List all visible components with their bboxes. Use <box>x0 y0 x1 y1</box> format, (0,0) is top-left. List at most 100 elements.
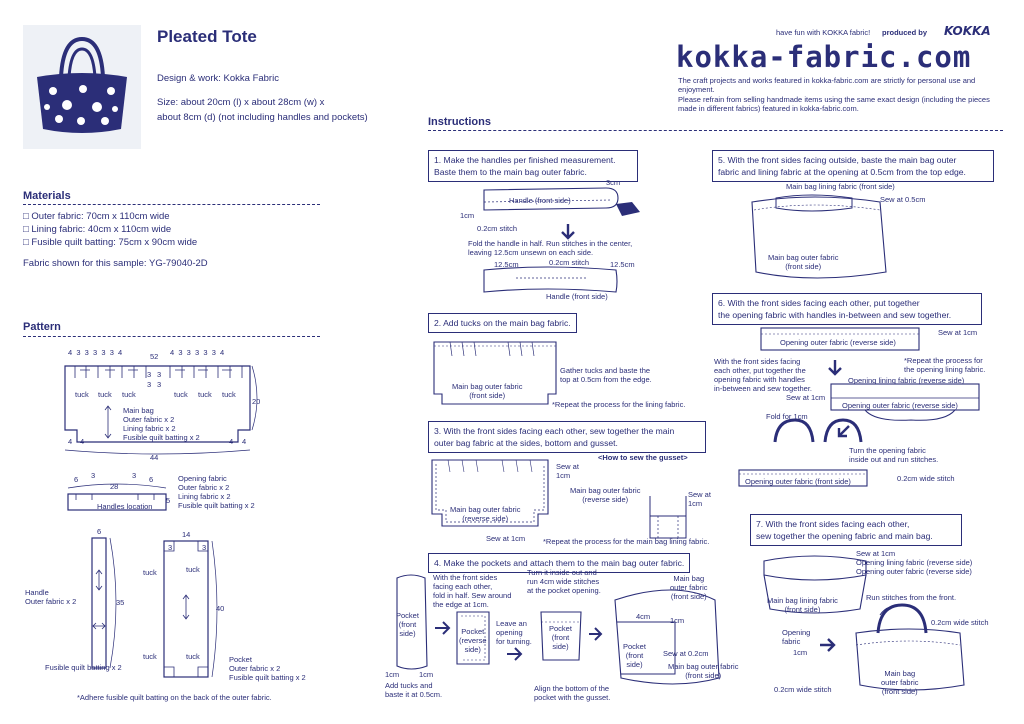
s4-sew02: Sew at 0.2cm <box>663 649 709 658</box>
s7-run: Run stitches from the front. <box>866 593 957 602</box>
material-item: □ Fusible quilt batting: 75cm x 90cm wid… <box>23 237 198 248</box>
handle-fusible: Fusible quilt batting x 2 <box>45 663 122 672</box>
dim-20: 20 <box>252 397 261 406</box>
s6-fold: Fold for 1cm <box>766 412 808 421</box>
step-1-handle-diagram <box>483 187 640 293</box>
three-c: 3 <box>147 380 152 389</box>
s1-stitch: 0.2cm stitch <box>477 224 518 233</box>
s3-outer-rev: Main bag outer fabric(reverse side) <box>450 505 521 523</box>
step-7-box: 7. With the front sides facing each othe… <box>750 514 962 546</box>
three-a: 3 <box>147 370 152 379</box>
pocket-dim-14: 14 <box>182 530 191 539</box>
s7-mblf: Main bag lining fabric(front side) <box>767 596 838 614</box>
handle-dim-6: 6 <box>97 527 102 536</box>
step-4-box: 4. Make the pockets and attach them to t… <box>428 553 691 573</box>
s1-fold1: Fold the handle in half. Run stitches in… <box>468 239 633 248</box>
material-item: □ Outer fabric: 70cm x 110cm wide <box>23 211 170 222</box>
handle-pattern <box>91 537 117 669</box>
dim-6b: 6 <box>149 475 154 484</box>
dim-5: 5 <box>166 496 171 505</box>
s1-handle-front: Handle (front side) <box>509 196 571 205</box>
notice-3: Please refrain from selling handmade ite… <box>678 95 990 104</box>
s7-ws02: 0.2cm wide stitch <box>931 618 989 627</box>
step-2-tucks-diagram <box>433 341 557 405</box>
dims-left: 4 3 3 3 3 3 4 <box>68 348 123 357</box>
materials-list: □ Outer fabric: 70cm x 110cm wide □ Lini… <box>23 210 197 250</box>
three-b: 3 <box>157 370 162 379</box>
materials-divider <box>23 204 320 205</box>
tuck-label: tuck <box>98 390 112 399</box>
s6-opening-front: Opening outer fabric (front side) <box>745 477 851 486</box>
step-3-sew-diagram <box>431 459 687 539</box>
opening-fabric-pattern <box>67 483 167 511</box>
step-7-bag-diagram <box>763 555 965 691</box>
step-6-opening-diagram <box>738 327 980 487</box>
s3-gusset: <How to sew the gusset> <box>598 453 688 462</box>
s3-sew-1cm: Sew at 1cm <box>486 534 526 543</box>
page-title: Pleated Tote <box>157 27 257 46</box>
notice-4: made in different fabrics) featured in k… <box>678 104 859 113</box>
sample-fabric: Fabric shown for this sample: YG-79040-2… <box>23 258 208 269</box>
s7-olr: Opening lining fabric (reverse side) <box>856 558 973 567</box>
size-line-1: Size: about 20cm (l) x about 28cm (w) x <box>157 97 325 108</box>
step-3-box: 3. With the front sides facing each othe… <box>428 421 706 453</box>
tuck-label: tuck <box>143 652 157 661</box>
s1-125-left: 12.5cm <box>494 260 519 269</box>
dim-44: 44 <box>150 453 159 462</box>
step-4-pocket-diagram <box>396 574 720 685</box>
dim-28: 28 <box>110 482 119 491</box>
s6-opening-outer: Opening outer fabric (reverse side) <box>780 338 896 347</box>
s5-lining: Main bag lining fabric (front side) <box>786 182 895 191</box>
dims-right: 4 3 3 3 3 3 4 <box>170 348 225 357</box>
s4-4cm: 4cm <box>636 612 651 621</box>
kokka-brand-logo: KOKKA <box>944 24 991 38</box>
s6-opening-lining: Opening lining fabric (reverse side) <box>848 376 965 385</box>
s4-1cm: 1cm <box>670 616 685 625</box>
dim-4-right-b: 4 <box>242 437 247 446</box>
s2-repeat: *Repeat the process for the lining fabri… <box>552 400 686 409</box>
tuck-label: tuck <box>143 568 157 577</box>
notice-2: enjoyment. <box>678 85 715 94</box>
dim-6: 6 <box>74 475 79 484</box>
tuck-label: tuck <box>186 652 200 661</box>
site-logo: kokka-fabric.com <box>676 40 972 74</box>
dim-4-left-b: 4 <box>80 437 85 446</box>
step-1-box: 1. Make the handles per finished measure… <box>428 150 638 182</box>
s5-sew05: Sew at 0.5cm <box>880 195 926 204</box>
pattern-heading: Pattern <box>23 321 61 333</box>
materials-heading: Materials <box>23 190 71 202</box>
handle-dim-35: 35 <box>116 598 125 607</box>
pocket-3a: 3 <box>168 543 173 552</box>
s4-1cm-c: 1cm <box>419 670 434 679</box>
s1-125-right: 12.5cm <box>610 260 635 269</box>
material-item: □ Lining fabric: 40cm x 110cm wide <box>23 224 172 235</box>
s6-sew1b: Sew at 1cm <box>786 393 826 402</box>
s1-handle-front2: Handle (front side) <box>546 292 608 301</box>
step-2-box: 2. Add tucks on the main bag fabric. <box>428 313 577 333</box>
tuck-label: tuck <box>222 390 236 399</box>
step-5-bag-diagram <box>751 194 887 279</box>
dim-3b: 3 <box>132 471 137 480</box>
pocket-3b: 3 <box>202 543 207 552</box>
three-d: 3 <box>157 380 162 389</box>
s4-1cm-b: 1cm <box>385 670 400 679</box>
s1-stitch-b: 0.2cm stitch <box>549 258 590 267</box>
tuck-label: tuck <box>174 390 188 399</box>
s4-mbo-front: Main bag outer fabric(front side) <box>668 662 739 680</box>
